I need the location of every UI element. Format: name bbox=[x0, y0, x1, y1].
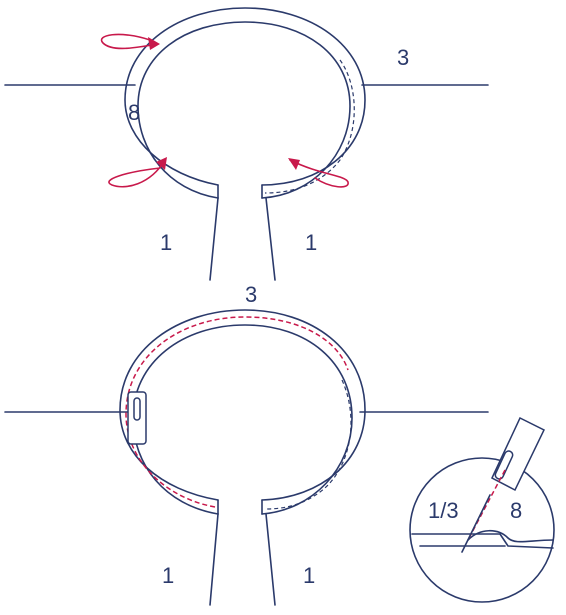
detail-zoom: 1/3 8 bbox=[409, 416, 555, 603]
fold-arrow-icon bbox=[288, 158, 349, 188]
bottom-band-stitch bbox=[264, 379, 352, 510]
top-band-inner bbox=[137, 21, 351, 199]
label-detail-left: 1/3 bbox=[428, 498, 459, 523]
top-front-line-left bbox=[209, 197, 219, 281]
bottom-front-line-right bbox=[265, 513, 276, 606]
fold-arrow-icon bbox=[100, 33, 160, 50]
top-band-outer bbox=[124, 7, 366, 186]
label-detail-right: 8 bbox=[510, 498, 522, 523]
top-figure: 8 3 1 1 bbox=[4, 7, 489, 281]
bottom-band-inner bbox=[132, 324, 353, 515]
bottom-front-line-left bbox=[209, 513, 219, 606]
label-bottom-top-piece: 3 bbox=[245, 282, 257, 307]
detail-fold bbox=[467, 529, 554, 543]
label-bottom-right-front: 1 bbox=[303, 563, 315, 588]
detail-guide-line bbox=[461, 494, 491, 553]
label-top-right-piece: 3 bbox=[397, 45, 409, 70]
presser-foot-icon bbox=[491, 416, 545, 492]
label-top-left-front: 1 bbox=[160, 230, 172, 255]
label-bottom-left-front: 1 bbox=[162, 563, 174, 588]
bottom-band-outer bbox=[119, 309, 366, 501]
fold-arrow-icon bbox=[108, 157, 167, 188]
top-front-line-right bbox=[265, 197, 276, 281]
bottom-band-topstitch bbox=[125, 316, 349, 508]
top-band-stitch bbox=[264, 59, 355, 194]
label-top-right-front: 1 bbox=[305, 230, 317, 255]
detail-fabric-top bbox=[411, 533, 554, 549]
label-band-edge: 8 bbox=[128, 100, 140, 125]
detail-circle bbox=[409, 457, 555, 603]
bottom-figure: 3 1 1 bbox=[4, 282, 489, 606]
presser-foot-icon bbox=[127, 391, 147, 445]
